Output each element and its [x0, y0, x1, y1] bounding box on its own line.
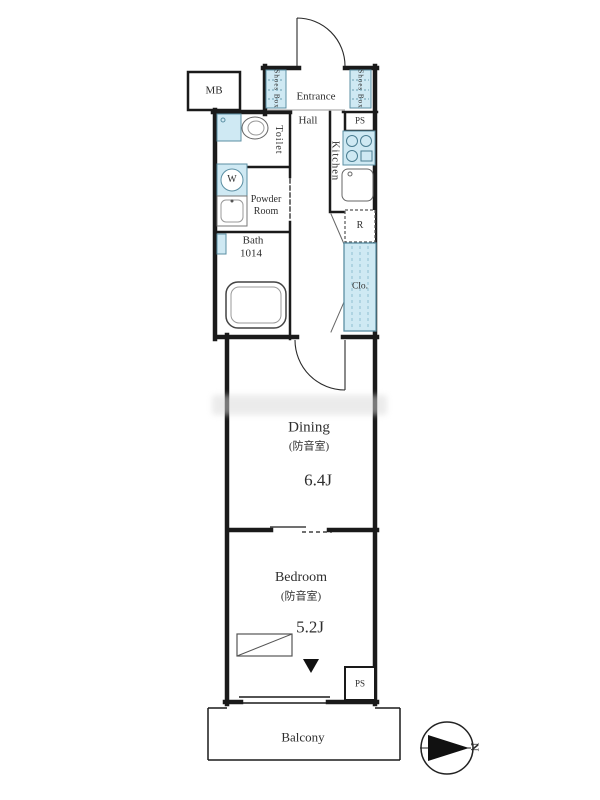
dining-note-label: (防音室) [288, 440, 330, 453]
kitchen-sink-icon [341, 168, 374, 202]
refrigerator-label: R [356, 220, 364, 231]
compass-north-label: N [468, 742, 482, 752]
stove-icon [342, 130, 376, 166]
mb-label: MB [205, 84, 223, 97]
bedroom-area-label: 5.2J [296, 617, 324, 637]
dining-label: Dining [288, 419, 330, 436]
balcony-outline [207, 707, 401, 761]
bedroom-label: Bedroom [274, 570, 328, 585]
bedroom-window [239, 696, 330, 704]
dining-area-label: 6.4J [304, 470, 332, 490]
kitchen-label: Kitchen [329, 140, 341, 182]
shoes-box-right-label: Shoes Box [356, 69, 365, 109]
compass [420, 721, 474, 775]
watermark [212, 395, 387, 415]
bath-size-label: 1014 [240, 247, 262, 260]
closet-icon [343, 242, 377, 332]
closet-label: Clo. [351, 281, 369, 292]
bath-label: Bath [242, 234, 264, 247]
entrance-door-arc [296, 17, 346, 67]
powder-room-label-line1: Powder [250, 194, 282, 205]
bedroom-note-label: (防音室) [280, 590, 322, 603]
ps-bottom-label: PS [354, 678, 366, 689]
balcony-label: Balcony [281, 729, 325, 745]
mb-box [186, 70, 242, 112]
shower-panel-icon [216, 233, 227, 255]
openings [239, 109, 345, 704]
hall-label: Hall [298, 114, 318, 127]
powder-room-label-line2: Room [253, 206, 279, 217]
washer-label: W [227, 174, 237, 185]
washing-machine-icon [216, 163, 248, 197]
dining-door-arc [294, 339, 346, 391]
balcony-access-marker [303, 659, 319, 673]
bathtub-icon [225, 281, 287, 329]
ps-top-label: PS [354, 115, 366, 126]
refrigerator-space-icon [344, 209, 376, 243]
desk-counter-icon [236, 633, 293, 657]
door-arcs [294, 17, 346, 391]
shoes-box-left-label: Shoes Box [272, 69, 281, 109]
powder-sink-icon [216, 195, 248, 227]
compass-north-arrow [428, 735, 469, 761]
toilet-label: Toilet [273, 125, 284, 155]
shoes-box-right-icon [349, 69, 372, 109]
toilet-icon [216, 113, 269, 142]
ps-bottom-box [344, 666, 376, 701]
door-swing-hints [330, 213, 345, 333]
shoes-box-left-icon [265, 69, 287, 109]
exterior-walls [210, 63, 380, 707]
entrance-label: Entrance [296, 90, 336, 103]
